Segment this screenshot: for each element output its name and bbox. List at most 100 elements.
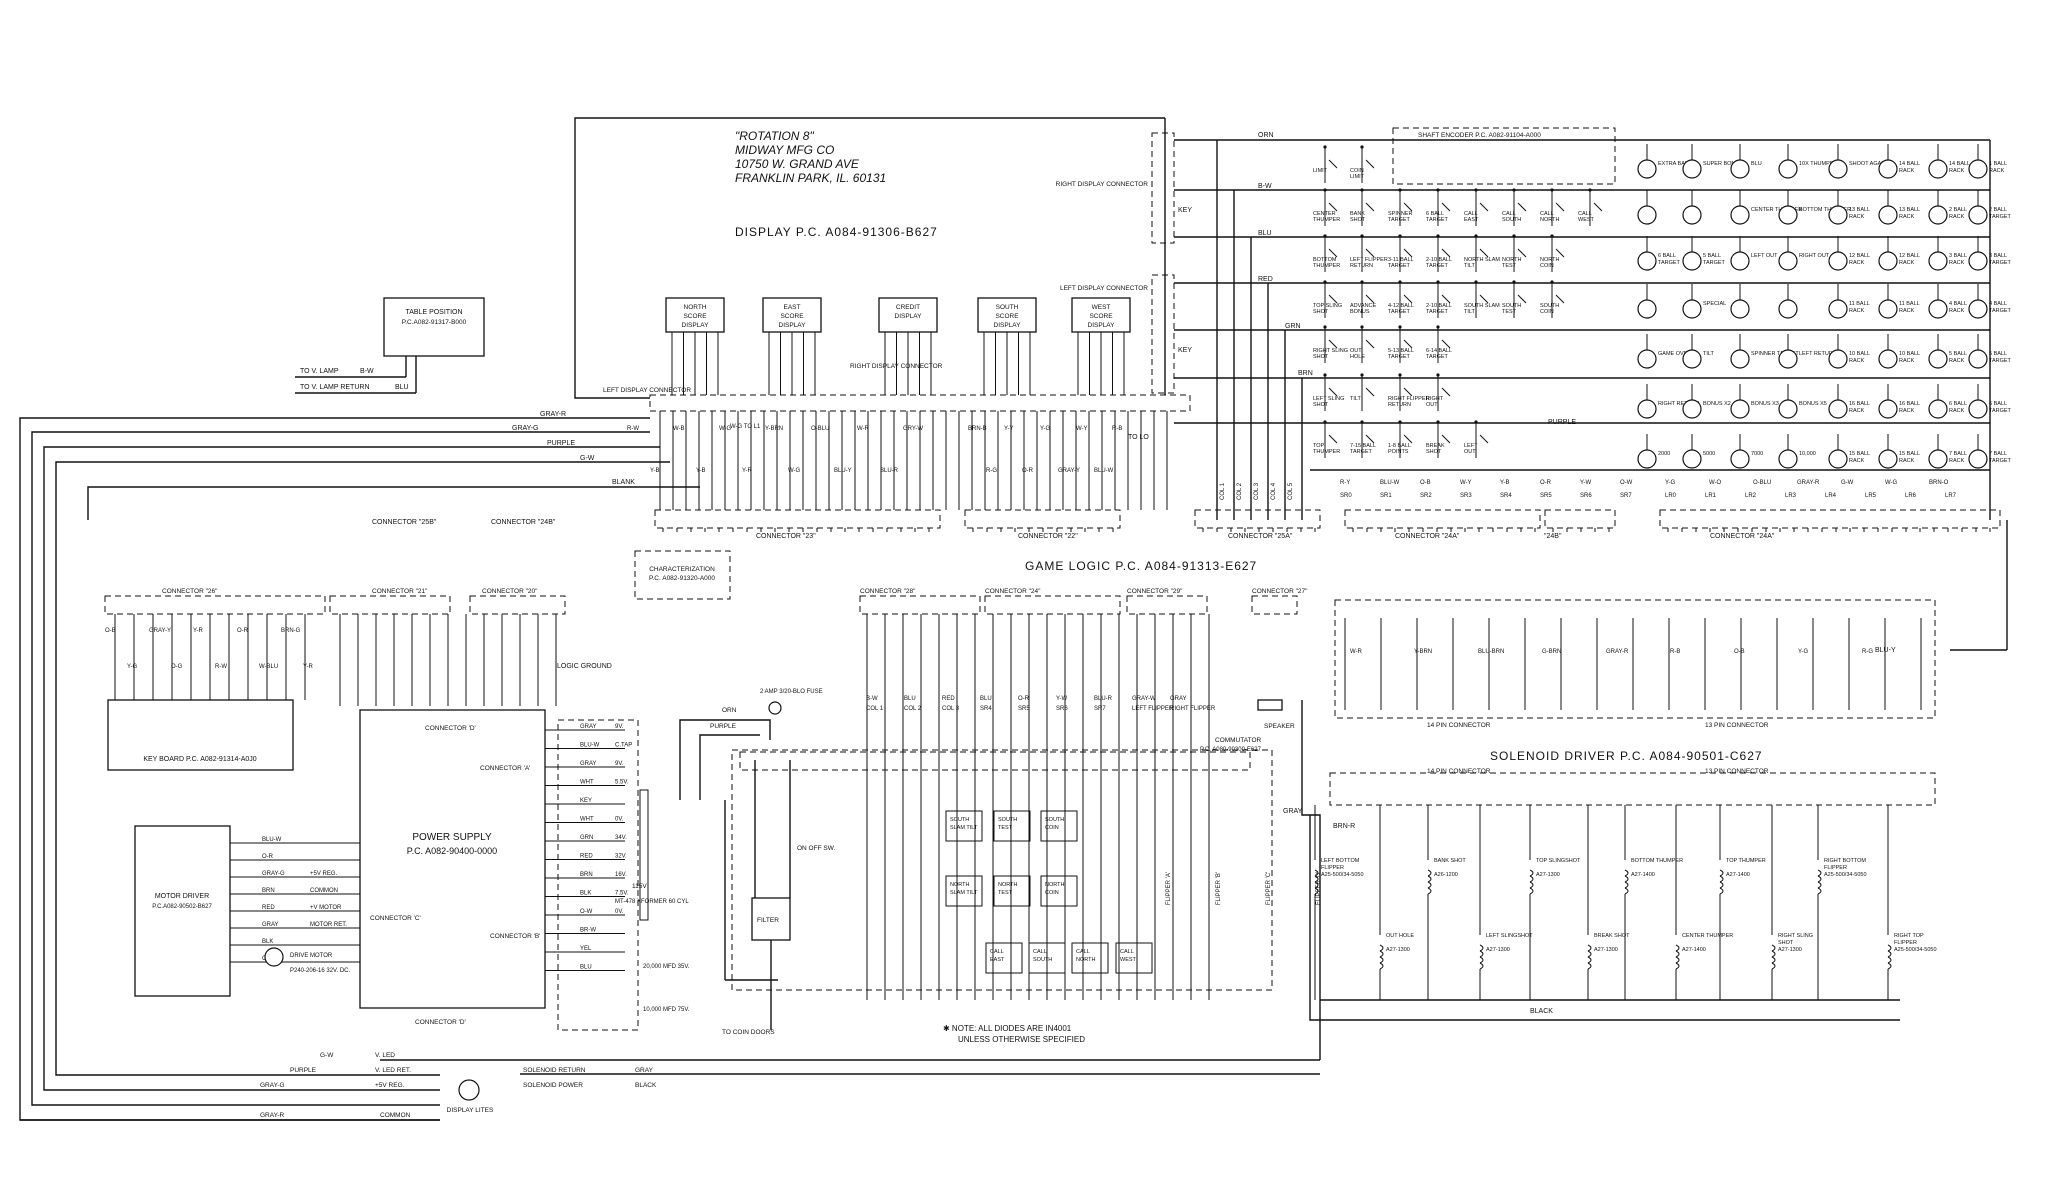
- coil-turn: [1771, 956, 1776, 964]
- solenoid-name: TOP SLINGSHOT: [1536, 858, 1581, 864]
- lamp-label-2: RACK: [1899, 408, 1915, 414]
- lamp-bulb: [1778, 251, 1798, 271]
- wire-gray-r: GRAY-R: [540, 411, 566, 418]
- display-line3: DISPLAY: [779, 322, 807, 329]
- coil-turn: [1379, 944, 1384, 952]
- junction-dot: [1436, 373, 1440, 377]
- switch-label: RIGHT SLING: [1313, 348, 1348, 354]
- connector-24a-left-label: CONNECTOR "24A": [1395, 533, 1460, 540]
- power-tap-color: GRN: [580, 835, 593, 841]
- col-label: COL 3: [1254, 482, 1260, 500]
- display-box: [977, 297, 1037, 333]
- junction-dot: [1323, 280, 1327, 284]
- commutator-switch-box: [945, 810, 983, 842]
- bl-black: BLACK: [635, 1082, 657, 1089]
- lamp-label: 5 BALL: [1949, 351, 1967, 357]
- commutator-switch-label: CALL: [990, 949, 1004, 955]
- display-box: [762, 297, 822, 333]
- connector-c-label: CONNECTOR 'C': [370, 915, 421, 922]
- lamp-label: 5000: [1703, 451, 1715, 457]
- left-display-connector-label: LEFT DISPLAY CONNECTOR: [1060, 285, 1148, 292]
- motor-driver-pn: P.C.A082-90502-B627: [152, 904, 212, 910]
- connector-header: [1344, 509, 1541, 529]
- coil-turn: [1624, 881, 1629, 889]
- switch-label-2: TARGET: [1388, 217, 1411, 223]
- lamp-bulb: [1828, 205, 1848, 225]
- lamp-label-2: TARGET: [1658, 260, 1681, 266]
- lamp-label: SUPER BONUS: [1703, 161, 1743, 167]
- lamp-label-2: TARGET: [1989, 408, 2012, 414]
- junction-dot: [1360, 420, 1364, 424]
- transformer-primary: [639, 789, 649, 921]
- commutator-switch-label-2: SLAM TILT: [950, 890, 978, 896]
- lamp-bulb: [1828, 159, 1848, 179]
- junction-dot: [1398, 234, 1402, 238]
- lamp-label: 10 BALL: [1899, 351, 1920, 357]
- lr-label: LR7: [1945, 493, 1957, 499]
- switch-label: CALL: [1578, 211, 1592, 217]
- solenoid-name: LEFT BOTTOM: [1321, 858, 1360, 864]
- switch-label-2: SHOT: [1313, 354, 1329, 360]
- keyboard-board: [107, 699, 294, 771]
- power-tap-color: GRAY: [580, 761, 597, 767]
- junction-dot: [1550, 234, 1554, 238]
- connector-header: [1194, 509, 1321, 529]
- switch-contact: [1593, 202, 1603, 212]
- lamp-label: 2000: [1658, 451, 1670, 457]
- lamp-bulb: [1928, 205, 1948, 225]
- connector-header: [1544, 509, 1616, 529]
- coil-turn: [1529, 875, 1534, 883]
- commutator-switch-box: [1040, 810, 1078, 842]
- coil-turn: [1587, 950, 1592, 958]
- commutator-label: COMMUTATOR: [1215, 737, 1262, 744]
- switch-contact: [1328, 248, 1338, 258]
- c23-wire-label: W-R: [857, 426, 870, 432]
- lamp-label-2: RACK: [1949, 214, 1965, 220]
- display-header-strip: [649, 394, 1191, 412]
- lamp-label: 5 BALL: [1703, 253, 1721, 259]
- wire-label-grn: GRN: [1285, 323, 1301, 330]
- wire-purple: PURPLE: [547, 440, 575, 447]
- switch-label: LEFT: [1464, 443, 1478, 449]
- coil-turn: [1314, 875, 1319, 883]
- lamp-label-2: RACK: [1949, 458, 1965, 464]
- motor-driver-board: [134, 825, 231, 997]
- solenoid-wire-label: W-R: [1350, 649, 1363, 655]
- junction-dot: [1323, 420, 1327, 424]
- right-display-label: RIGHT DISPLAY CONNECTOR: [850, 363, 943, 370]
- switch-label-2: WEST: [1578, 217, 1595, 223]
- lamp-label: 14 BALL: [1949, 161, 1970, 167]
- lamp-label: 10 BALL: [1849, 351, 1870, 357]
- connector-24b-left-label: CONNECTOR "24B": [491, 519, 556, 526]
- junction-dot: [1360, 145, 1364, 149]
- lamp-label: 6 BALL: [1949, 401, 1967, 407]
- sr-label: O-B: [1420, 480, 1431, 486]
- power-tap-color: RED: [580, 854, 593, 860]
- characterization-box: [634, 550, 731, 600]
- lamp-label-2: RACK: [1899, 358, 1915, 364]
- lamp-label-2: RACK: [1899, 214, 1915, 220]
- commutator-switch-label: NORTH: [1045, 882, 1064, 888]
- keyboard-wire-label: O-R: [237, 628, 249, 634]
- power-tap-color: BLK: [580, 891, 591, 897]
- center-connector-header: [1126, 595, 1208, 615]
- lamp-bulb: [1828, 399, 1848, 419]
- capacitor-labels: 20,000 MFD 35V. 10,000 MFD 75V.: [643, 964, 690, 1013]
- solenoid-name: RIGHT TOP: [1894, 933, 1924, 939]
- connector-21-header: [329, 595, 451, 615]
- svg-text:"ROTATION 8": "ROTATION 8": [735, 129, 814, 143]
- lamp-label-2: RACK: [1849, 308, 1865, 314]
- coil-turn: [1887, 962, 1892, 970]
- drive-motor-label: DRIVE MOTOR: [290, 953, 333, 959]
- coil-turn: [1675, 950, 1680, 958]
- switch-contact: [1517, 202, 1527, 212]
- sr-label: SR2: [1420, 493, 1432, 499]
- commutator-switch-label: CALL: [1033, 949, 1047, 955]
- commutator-switch-label: SOUTH: [1045, 817, 1064, 823]
- lamp-bulb: [1778, 299, 1798, 319]
- junction-dot: [1360, 325, 1364, 329]
- commutator-wire-label: O-R: [1018, 696, 1030, 702]
- coil-turn: [1379, 962, 1384, 970]
- switch-label: 2-10 BALL: [1426, 257, 1452, 263]
